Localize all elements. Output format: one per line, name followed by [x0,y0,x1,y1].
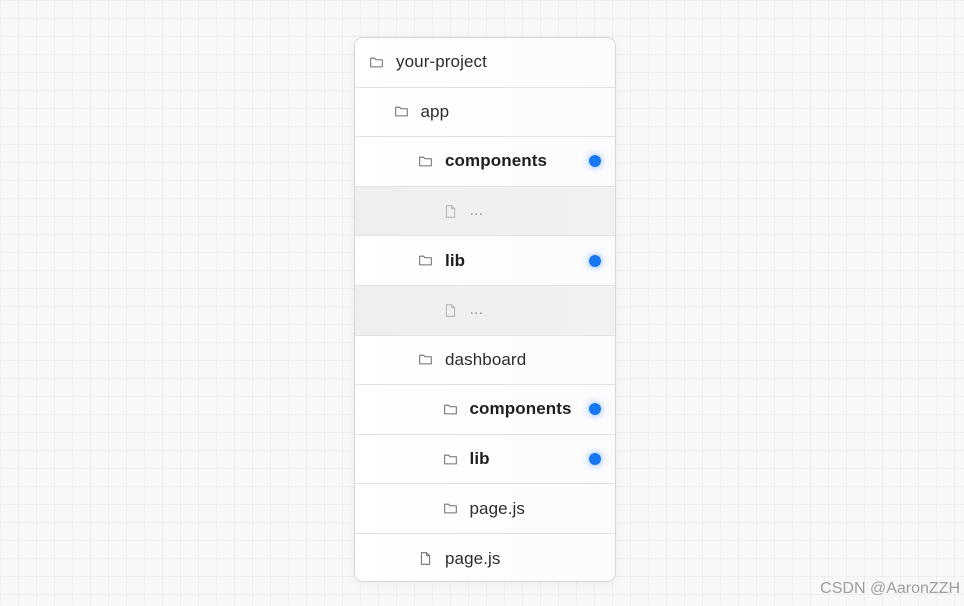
tree-item-label: page.js [469,498,526,518]
ellipsis-label: ... [469,301,484,319]
status-dot-indicator [589,155,601,168]
tree-item-label: app [420,101,450,121]
watermark: CSDN @AaronZZH [820,580,960,597]
tree-item-label: components [469,399,572,419]
file-tree: your-project app components... lib... dashbo… [354,37,616,582]
tree-item-label: page.js [445,548,501,568]
tree-row[interactable]: page.js [355,533,615,581]
file-icon [443,204,458,219]
file-icon [418,551,433,566]
folder-icon [418,352,433,367]
tree-row[interactable]: dashboard [355,335,615,386]
tree-row[interactable]: app [355,87,615,138]
folder-icon [418,253,433,268]
status-dot-indicator [589,453,601,466]
tree-item-label: lib [445,250,466,270]
file-icon [443,303,458,318]
tree-row[interactable]: lib [355,236,615,286]
tree-row[interactable]: components [355,137,615,187]
tree-row[interactable]: lib [355,434,615,485]
tree-item-label: components [445,151,548,171]
tree-row[interactable]: page.js [355,484,615,534]
folder-icon [443,501,458,516]
ellipsis-label: ... [469,202,484,220]
tree-item-label: dashboard [445,349,527,369]
tree-placeholder-row[interactable]: ... [355,186,615,237]
tree-row[interactable]: your-project [355,38,615,88]
tree-item-label: your-project [396,52,487,72]
tree-row[interactable]: components [355,385,615,435]
folder-icon [443,402,458,417]
status-dot-indicator [589,254,601,267]
folder-icon [418,154,433,169]
tree-item-label: lib [469,449,490,469]
tree-placeholder-row[interactable]: ... [355,285,615,336]
status-dot-indicator [589,403,601,416]
folder-icon [369,55,384,70]
folder-icon [443,452,458,467]
folder-icon [394,104,409,119]
